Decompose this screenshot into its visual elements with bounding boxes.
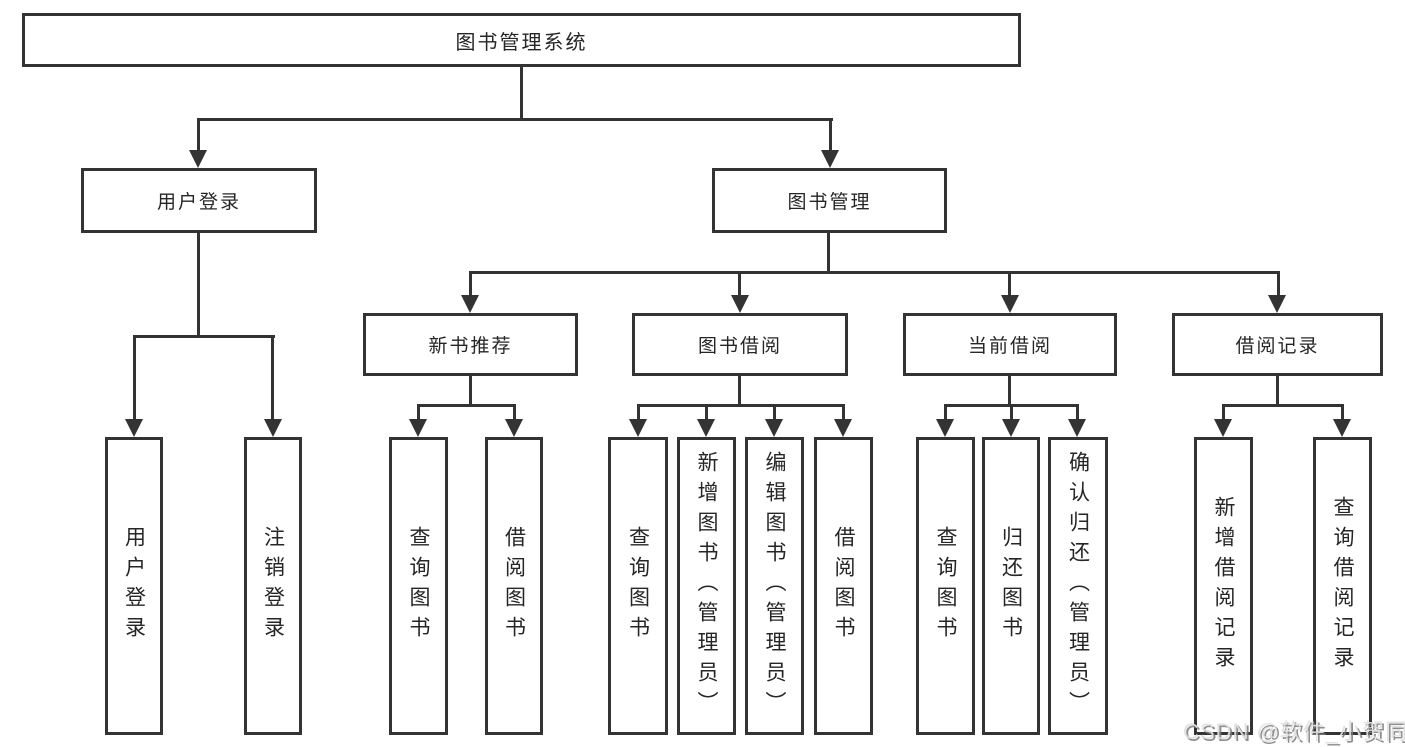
connector-line <box>1010 407 1013 421</box>
arrow-down-icon <box>834 419 852 437</box>
node-current-borrow: 当前借阅 <box>903 313 1117 376</box>
leaf-records-add-record-label: 新增借阅记录 <box>1212 496 1235 676</box>
arrow-down-icon <box>1333 419 1351 437</box>
arrow-down-icon <box>409 419 427 437</box>
connector-line <box>1222 407 1225 421</box>
connector-line <box>513 407 516 421</box>
node-current-borrow-label: 当前借阅 <box>967 336 1052 357</box>
leaf-logout: 注销登录 <box>244 437 302 735</box>
arrow-down-icon <box>1268 295 1286 313</box>
node-book-management: 图书管理 <box>712 168 947 233</box>
connector-line <box>1276 376 1279 407</box>
arrow-down-icon <box>731 295 749 313</box>
leaf-borrow-borrow-books: 借阅图书 <box>814 437 873 735</box>
leaf-current-confirm-return-admin-label: 确认归还（管理员） <box>1066 451 1090 721</box>
leaf-records-query-record-label: 查询借阅记录 <box>1331 496 1354 676</box>
connector-line <box>417 407 420 421</box>
leaf-records-add-record: 新增借阅记录 <box>1194 437 1253 735</box>
connector-line <box>637 404 845 407</box>
connector-line <box>773 407 776 421</box>
arrow-down-icon <box>505 419 523 437</box>
node-book-management-label: 图书管理 <box>787 192 872 213</box>
node-root-label: 图书管理系统 <box>455 31 588 54</box>
connector-line <box>1341 407 1344 421</box>
arrow-down-icon <box>1068 419 1086 437</box>
node-new-book-recommend: 新书推荐 <box>363 313 578 376</box>
leaf-borrow-add-books-admin: 新增图书（管理员） <box>677 437 736 735</box>
connector-line <box>705 407 708 421</box>
arrow-down-icon <box>697 419 715 437</box>
node-book-borrow: 图书借阅 <box>632 313 848 376</box>
connector-line <box>133 335 275 338</box>
leaf-user-login: 用户登录 <box>105 437 163 735</box>
leaf-borrow-query-books-label: 查询图书 <box>626 526 650 646</box>
connector-line <box>469 274 472 297</box>
leaf-current-return-books-label: 归还图书 <box>999 526 1023 646</box>
connector-line <box>637 407 640 421</box>
leaf-recommend-borrow-books: 借阅图书 <box>485 437 543 735</box>
leaf-borrow-query-books: 查询图书 <box>608 437 668 735</box>
arrow-down-icon <box>1002 419 1020 437</box>
arrow-down-icon <box>936 419 954 437</box>
node-new-book-recommend-label: 新书推荐 <box>428 336 513 357</box>
connector-line <box>271 338 274 421</box>
leaf-borrow-borrow-books-label: 借阅图书 <box>832 526 855 646</box>
arrow-down-icon <box>821 150 839 168</box>
connector-line <box>1222 404 1344 407</box>
connector-line <box>417 404 516 407</box>
connector-line <box>738 274 741 297</box>
arrow-down-icon <box>765 419 783 437</box>
connector-line <box>827 233 830 274</box>
connector-line <box>469 271 1280 274</box>
node-user-login-label: 用户登录 <box>156 192 241 213</box>
node-book-borrow-label: 图书借阅 <box>697 336 782 357</box>
connector-line <box>1277 274 1280 297</box>
arrow-down-icon <box>461 295 479 313</box>
node-user-login: 用户登录 <box>81 168 317 233</box>
leaf-user-login-label: 用户登录 <box>122 526 146 646</box>
connector-line <box>1008 376 1011 407</box>
leaf-borrow-edit-books-admin-label: 编辑图书（管理员） <box>763 451 786 721</box>
connector-line <box>829 121 832 152</box>
arrow-down-icon <box>1214 419 1232 437</box>
connector-line <box>197 118 833 121</box>
leaf-records-query-record: 查询借阅记录 <box>1313 437 1372 735</box>
connector-line <box>1076 407 1079 421</box>
arrow-down-icon <box>264 419 282 437</box>
leaf-logout-label: 注销登录 <box>261 526 285 646</box>
leaf-recommend-borrow-books-label: 借阅图书 <box>502 526 526 646</box>
node-borrow-records: 借阅记录 <box>1172 313 1383 376</box>
leaf-current-query-books: 查询图书 <box>916 437 975 735</box>
connector-line <box>738 376 741 407</box>
connector-line <box>1008 274 1011 297</box>
leaf-recommend-query-books-label: 查询图书 <box>407 526 430 646</box>
node-root: 图书管理系统 <box>22 13 1021 67</box>
connector-line <box>197 121 200 152</box>
arrow-down-icon <box>1001 295 1019 313</box>
leaf-current-query-books-label: 查询图书 <box>934 526 957 646</box>
csdn-watermark: CSDN @软件_小贺同学 <box>1183 719 1405 744</box>
connector-line <box>944 404 1079 407</box>
connector-line <box>197 233 200 338</box>
leaf-borrow-add-books-admin-label: 新增图书（管理员） <box>695 451 718 721</box>
node-borrow-records-label: 借阅记录 <box>1235 336 1320 357</box>
connector-line <box>469 376 472 407</box>
connector-line <box>944 407 947 421</box>
leaf-borrow-edit-books-admin: 编辑图书（管理员） <box>745 437 804 735</box>
leaf-current-return-books: 归还图书 <box>982 437 1040 735</box>
connector-line <box>842 407 845 421</box>
leaf-current-confirm-return-admin: 确认归还（管理员） <box>1048 437 1108 735</box>
arrow-down-icon <box>125 419 143 437</box>
connector-line <box>520 67 523 121</box>
arrow-down-icon <box>629 419 647 437</box>
arrow-down-icon <box>189 150 207 168</box>
connector-line <box>133 338 136 421</box>
leaf-recommend-query-books: 查询图书 <box>389 437 448 735</box>
